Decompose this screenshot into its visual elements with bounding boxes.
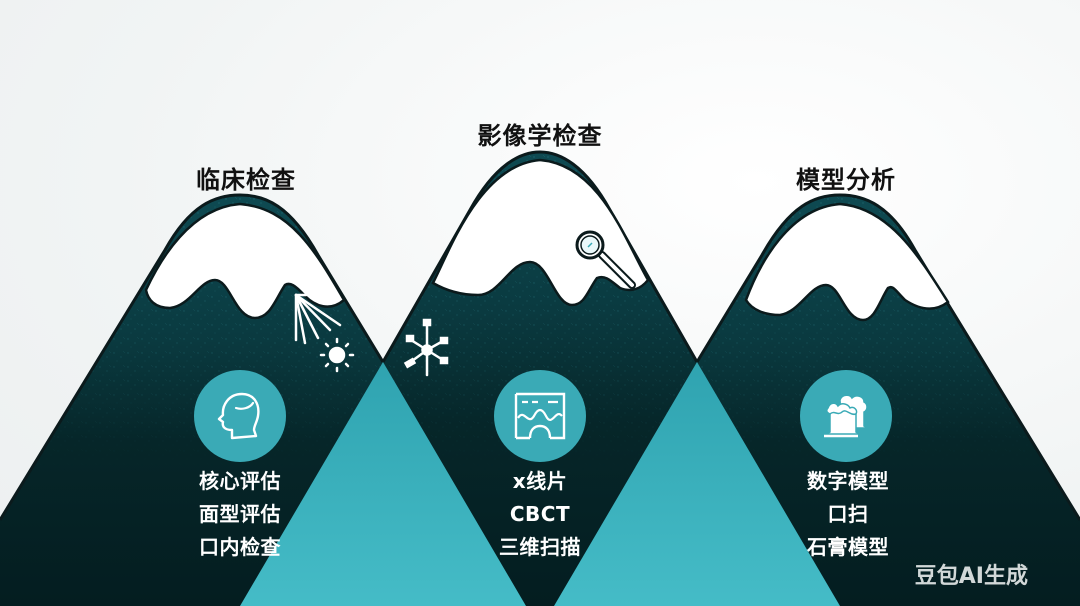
imaging-items: x线片 CBCT 三维扫描 — [499, 465, 581, 564]
item-core-assessment: 核心评估 — [199, 469, 281, 493]
clinical-items: 核心评估 面型评估 口内检查 — [199, 465, 281, 564]
item-cbct: CBCT — [509, 502, 571, 526]
item-xray: x线片 — [512, 469, 568, 493]
magnifier-icon — [575, 230, 636, 289]
dental-models-icon — [824, 394, 869, 438]
xray-icon-circle — [494, 370, 586, 462]
model-items: 数字模型 口扫 石膏模型 — [807, 465, 889, 564]
light-rays-sun-icon — [294, 293, 355, 373]
teal-triangle-left — [240, 362, 526, 606]
mountain-left — [0, 193, 385, 606]
head-profile-icon — [217, 392, 260, 440]
stage-title-imaging: 影像学检查 — [477, 122, 603, 150]
item-facial-assessment: 面型评估 — [199, 502, 281, 526]
head-profile-icon-circle — [194, 370, 286, 462]
item-plaster-model: 石膏模型 — [807, 535, 889, 559]
item-digital-model: 数字模型 — [807, 469, 889, 493]
ai-watermark: 豆包AI生成 — [914, 564, 1028, 589]
dental-models-icon-circle — [800, 370, 892, 462]
item-intraoral-scan: 口扫 — [827, 502, 869, 526]
molecule-probe-icon — [403, 318, 449, 377]
item-intraoral-exam: 口内检查 — [199, 535, 281, 559]
stage-title-model: 模型分析 — [796, 166, 896, 194]
stage-title-clinical: 临床检查 — [196, 166, 296, 194]
teal-triangle-right — [554, 362, 840, 606]
item-3d-scan: 三维扫描 — [499, 535, 581, 559]
xray-panoramic-icon — [514, 392, 566, 440]
